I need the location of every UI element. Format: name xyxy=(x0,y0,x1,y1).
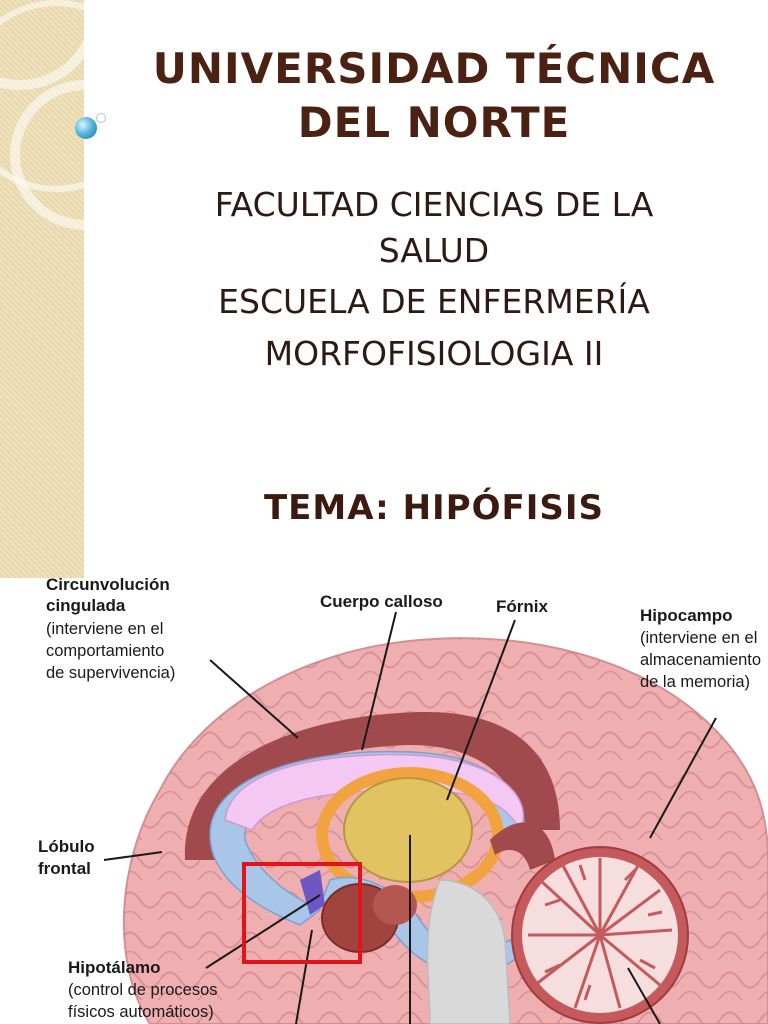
blue-orb-decoration xyxy=(75,117,97,139)
brainstem xyxy=(426,879,511,1024)
label-hippocampus-3: almacenamiento xyxy=(640,651,761,669)
faculty-line2: SALUD xyxy=(378,231,490,270)
label-hypothalamus-3: físicos automáticos) xyxy=(68,1003,214,1021)
label-cingulate-5: de supervivencia) xyxy=(46,664,175,682)
label-cingulate-4: comportamiento xyxy=(46,642,164,660)
label-frontal-1: Lóbulo xyxy=(38,837,95,856)
label-hypothalamus-2: (control de procesos xyxy=(68,981,218,999)
label-hippocampus-1: Hipocampo xyxy=(640,606,733,625)
label-fornix: Fórnix xyxy=(496,597,548,616)
university-title-line2: DEL NORTE xyxy=(297,98,571,147)
thalamus xyxy=(343,777,473,883)
brain-diagram: Circunvolución cingulada (interviene en … xyxy=(38,575,768,1024)
faculty-line1: FACULTAD CIENCIAS DE LA xyxy=(214,185,654,224)
label-cingulate-2: cingulada xyxy=(46,596,126,615)
label-hippocampus-4: de la memoria) xyxy=(640,673,750,691)
ring-decoration xyxy=(96,113,106,123)
hypothalamus-highlight-box xyxy=(242,862,362,964)
label-hippocampus-2: (interviene en el xyxy=(640,629,757,647)
decorative-side-strip xyxy=(0,0,84,578)
topic-title: TEMA: HIPÓFISIS xyxy=(263,488,605,528)
label-hypothalamus-1: Hipotálamo xyxy=(68,958,161,977)
school-name: ESCUELA DE ENFERMERÍA xyxy=(218,282,650,321)
label-cingulate-3: (interviene en el xyxy=(46,620,163,638)
course-name: MORFOFISIOLOGIA II xyxy=(264,334,604,373)
label-corpus-callosum: Cuerpo calloso xyxy=(320,592,443,611)
label-frontal-2: frontal xyxy=(38,859,91,878)
university-title-line1: UNIVERSIDAD TÉCNICA xyxy=(152,44,716,93)
label-cingulate-1: Circunvolución xyxy=(46,575,170,594)
